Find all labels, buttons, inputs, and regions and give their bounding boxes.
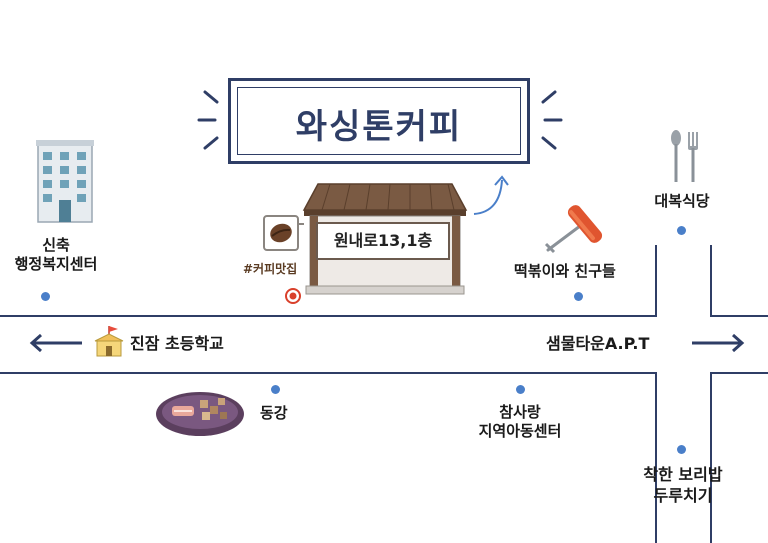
location-dot — [41, 292, 50, 301]
location-dot — [574, 292, 583, 301]
road-edge — [710, 372, 712, 543]
arrow-left-icon — [29, 333, 82, 353]
road-edge — [655, 372, 657, 543]
shop-hashtag: #커피맛집 — [243, 262, 298, 276]
road-edge — [710, 245, 712, 317]
title-box: 와싱톤커피 — [228, 78, 530, 164]
label-tteokbokki: 떡볶이와 친구들 — [514, 262, 616, 280]
label-line: 행정복지센터 — [14, 255, 98, 273]
label-line: 착한 보리밥 — [643, 465, 723, 484]
location-dot — [271, 385, 280, 394]
label-apartment: 샘물타운A.P.T — [546, 334, 650, 353]
curved-arrow-icon — [473, 175, 509, 215]
title-sparkle-decoration — [197, 90, 563, 150]
tteokbokki-skewer-icon — [544, 205, 603, 254]
location-dot — [677, 226, 686, 235]
shop-address-sign: 원내로13,1층 — [316, 222, 450, 260]
label-line: 참사랑 — [499, 403, 541, 421]
road-edge — [710, 372, 768, 374]
location-dot — [516, 385, 525, 394]
grill-pan-icon — [156, 392, 244, 436]
road-edge — [655, 245, 657, 317]
coffee-bean-icon — [263, 215, 304, 251]
label-line: 지역아동센터 — [478, 422, 562, 440]
label-restaurant: 대복식당 — [654, 192, 710, 210]
road-edge — [0, 372, 655, 374]
label-barley-restaurant: 착한 보리밥 두루치기 — [618, 464, 748, 506]
label-donggang: 동강 — [260, 404, 288, 422]
label-school: 진잠 초등학교 — [130, 334, 224, 353]
location-pin-icon — [285, 288, 301, 304]
road-edge — [710, 315, 768, 317]
fork-spoon-icon — [671, 130, 698, 182]
school-flag-icon — [94, 326, 124, 357]
road-edge — [0, 315, 655, 317]
label-childcare-center: 참사랑 지역아동센터 — [460, 403, 580, 441]
arrow-right-icon — [692, 333, 745, 353]
label-line: 신축 — [42, 236, 70, 254]
label-welfare-center: 신축 행정복지센터 — [8, 236, 104, 274]
label-line: 두루치기 — [653, 486, 713, 505]
location-dot — [677, 445, 686, 454]
building-icon — [36, 140, 94, 223]
